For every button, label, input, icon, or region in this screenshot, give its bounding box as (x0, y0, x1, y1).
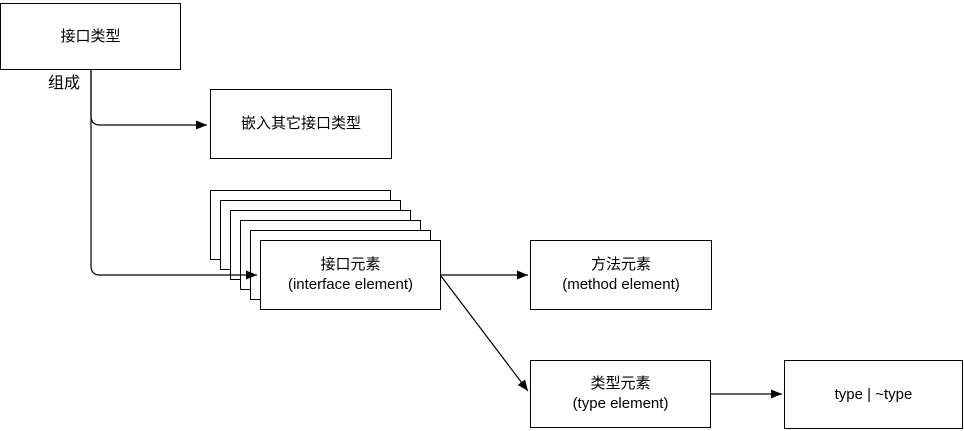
edge-interface-to-embed (90, 70, 207, 130)
node-interface-type: 接口类型 (0, 3, 181, 70)
edge-label-compose: 组成 (48, 73, 81, 95)
node-method-element-subtitle: (method element) (562, 276, 680, 293)
node-embed-label: 嵌入其它接口类型 (240, 115, 361, 132)
node-method-element: 方法元素 (method element) (530, 240, 712, 310)
node-type-element-title: 类型元素 (590, 375, 651, 392)
node-embed-other-interface: 嵌入其它接口类型 (210, 89, 392, 159)
node-interface-element-subtitle: (interface element) (287, 276, 414, 293)
node-type-element-subtitle: (type element) (572, 395, 669, 412)
node-type-union: type | ~type (784, 360, 963, 429)
node-interface-type-label: 接口类型 (60, 27, 121, 45)
node-method-element-title: 方法元素 (590, 256, 651, 273)
node-type-union-label: type | ~type (834, 385, 913, 403)
node-type-element: 类型元素 (type element) (530, 360, 711, 428)
node-interface-element-title: 接口元素 (320, 256, 381, 273)
node-interface-element: 接口元素 (interface element) (260, 240, 441, 310)
edge-element-to-type (440, 275, 529, 392)
